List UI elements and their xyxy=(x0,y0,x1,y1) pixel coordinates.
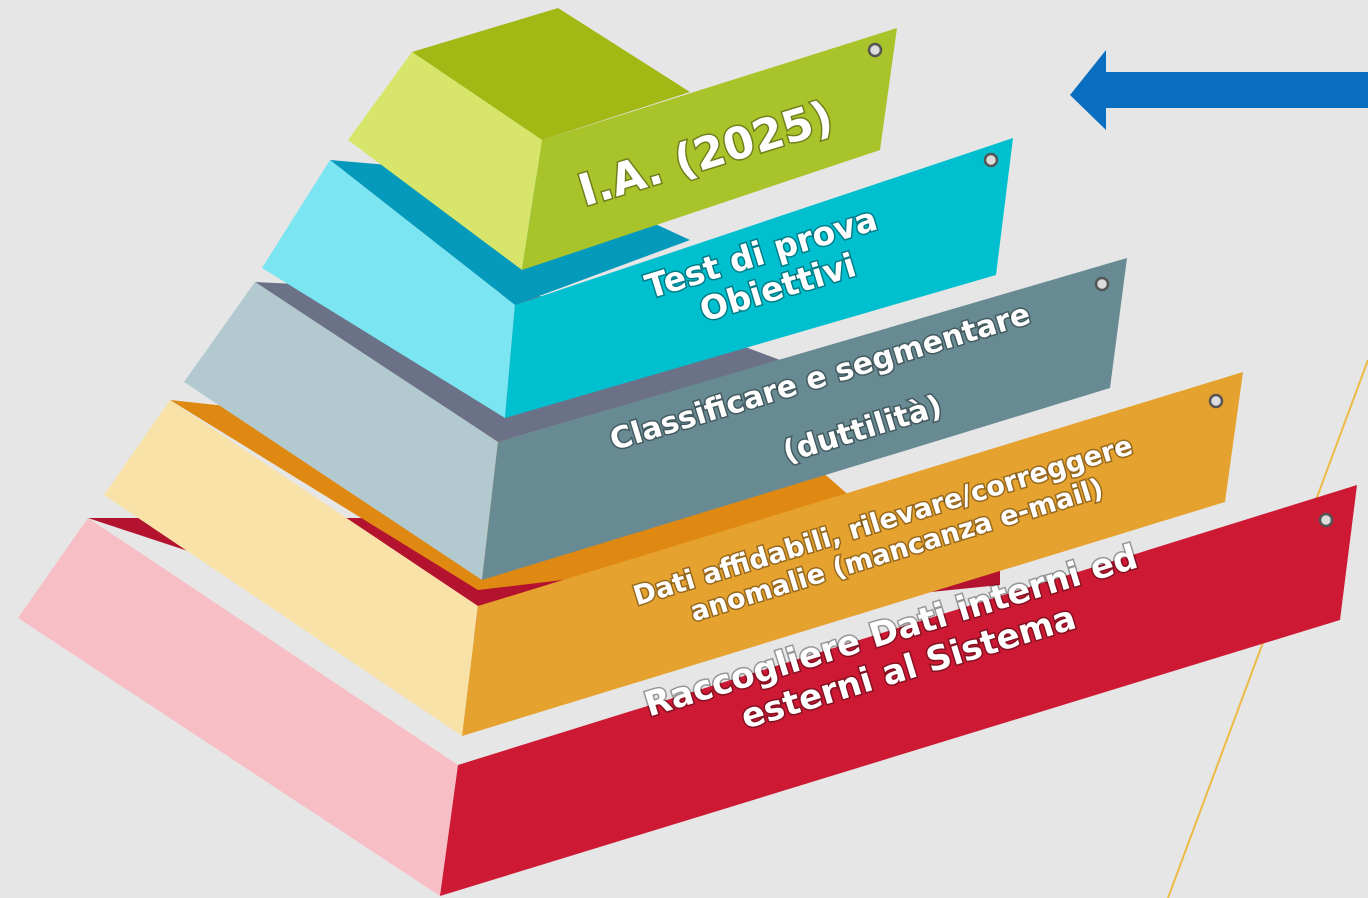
grommet-icon xyxy=(867,42,883,58)
arrow-left-icon xyxy=(1070,50,1368,130)
level-3-front xyxy=(482,258,1127,580)
level-4-front xyxy=(462,372,1243,736)
level-2-front xyxy=(505,138,1013,418)
level-3-side xyxy=(184,282,498,580)
level-5-front xyxy=(440,485,1357,896)
grommet-icon xyxy=(1094,276,1110,292)
level-4-side xyxy=(104,400,478,736)
pyramid-level-1: I.A. (2025) xyxy=(348,8,897,270)
grommet-icon xyxy=(1318,512,1334,528)
grommet-icon xyxy=(1208,393,1224,409)
level-1-front xyxy=(522,28,897,270)
level-1-side xyxy=(348,52,542,270)
level-1-top xyxy=(412,8,690,140)
level-5-side xyxy=(18,518,458,896)
level-2-side xyxy=(262,160,515,418)
grommet-icon xyxy=(983,152,999,168)
